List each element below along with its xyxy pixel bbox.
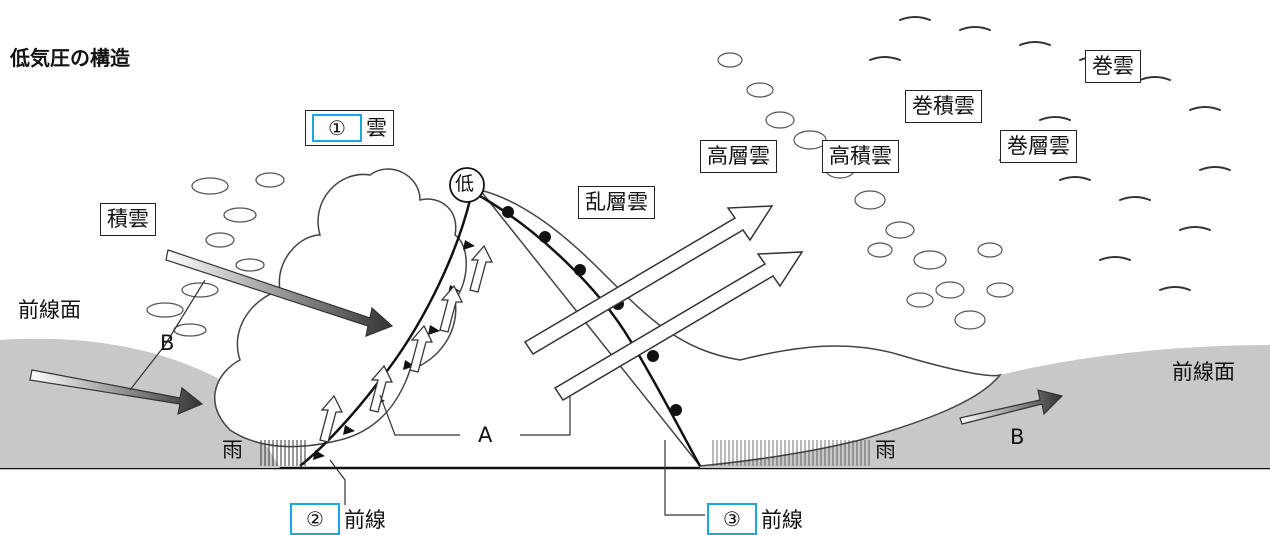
label-blank1-cloud: ① 雲 [305, 110, 394, 146]
rain-label-left: 雨 [222, 438, 243, 462]
label-kousekiun: 高積雲 [822, 140, 899, 173]
warm-air-arrows [523, 205, 804, 402]
cold-air-mass-left [0, 338, 280, 468]
blank3-box[interactable]: ③ [707, 503, 757, 535]
front-leader-lines [329, 440, 705, 516]
front-surface-right-label: 前線面 [1172, 360, 1235, 384]
b-leader-lines [129, 279, 206, 391]
label-kenun: 巻雲 [1085, 50, 1141, 83]
cold-front-line [299, 199, 472, 467]
cumulus-puffs [146, 172, 285, 337]
altocumulus-texture [717, 52, 1014, 330]
blank3-suffix: 前線 [760, 508, 803, 532]
b-label-right: B [1010, 425, 1025, 449]
low-circle [449, 167, 485, 203]
front-label-blank3: ③ 前線 [707, 503, 803, 535]
blank1-box[interactable]: ① [312, 114, 362, 142]
rain-hatch-right [710, 440, 870, 466]
label-sekiun: 積雲 [100, 203, 156, 236]
warm-front-line [477, 193, 702, 467]
front-label-blank2: ② 前線 [290, 503, 386, 535]
label-kousouun: 高層雲 [700, 140, 777, 173]
front-surface-left-label: 前線面 [18, 298, 81, 322]
cold-air-arrows [29, 249, 1064, 425]
label-kensouun: 巻層雲 [1000, 130, 1077, 163]
blank2-suffix: 前線 [343, 508, 386, 532]
low-label: 低 [455, 173, 475, 195]
rain-label-right: 雨 [875, 438, 896, 462]
blank2-box[interactable]: ② [290, 503, 340, 535]
blank1-suffix: 雲 [365, 115, 387, 140]
label-ransouun: 乱層雲 [578, 186, 655, 219]
b-label-left: B [160, 331, 175, 355]
rain-hatch-left [258, 440, 308, 466]
rising-arrows [319, 244, 494, 443]
label-kensekiun: 巻積雲 [905, 90, 982, 123]
diagram-title: 低気圧の構造 [10, 46, 130, 70]
a-bracket [379, 394, 571, 436]
a-label: A [478, 423, 493, 447]
